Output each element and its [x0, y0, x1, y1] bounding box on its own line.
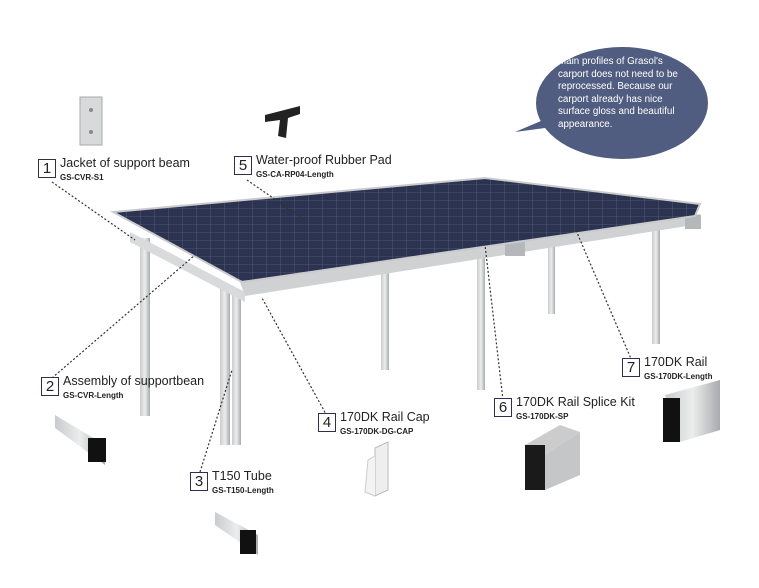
solar-panel-roof — [109, 176, 702, 284]
tube-product-image — [215, 512, 258, 555]
part-title: 170DK Rail Splice Kit — [516, 395, 635, 409]
part-code: GS-170DK-SP — [516, 412, 569, 421]
part-title: 170DK Rail — [644, 355, 708, 369]
rail-cap-product-image — [364, 441, 389, 497]
splice-kit-product-image — [525, 425, 580, 490]
part-number: 7 — [622, 358, 640, 377]
carport-beams — [130, 214, 701, 302]
rail-product-image — [663, 380, 720, 442]
part-code: GS-T150-Length — [212, 486, 274, 495]
part-number: 4 — [318, 413, 336, 432]
part-number: 2 — [41, 377, 59, 396]
bubble-text: Main profiles of Grasol's carport does n… — [558, 56, 678, 130]
rubber-pad-product-image — [265, 106, 300, 138]
part-code: GS-170DK-Length — [644, 372, 713, 381]
part-title: 170DK Rail Cap — [340, 410, 430, 424]
carport-posts — [140, 224, 660, 445]
jacket-product-image — [79, 96, 103, 146]
part-title: Assembly of supportbean — [63, 374, 205, 388]
part-code: GS-CVR-Length — [63, 391, 124, 400]
part-number: 1 — [38, 159, 56, 178]
part-code: GS-CA-RP04-Length — [256, 170, 334, 179]
supportbeam-product-image — [55, 415, 106, 465]
part-title: T150 Tube — [212, 469, 272, 483]
leader-lines — [51, 179, 633, 473]
speech-bubble — [515, 47, 708, 159]
part-title: Water-proof Rubber Pad — [256, 153, 392, 167]
part-title: Jacket of support beam — [60, 156, 190, 170]
part-number: 6 — [494, 398, 512, 417]
part-number: 5 — [234, 156, 252, 175]
part-code: GS-170DK-DG-CAP — [340, 427, 414, 436]
part-code: GS-CVR-S1 — [60, 173, 104, 182]
part-number: 3 — [190, 472, 208, 491]
